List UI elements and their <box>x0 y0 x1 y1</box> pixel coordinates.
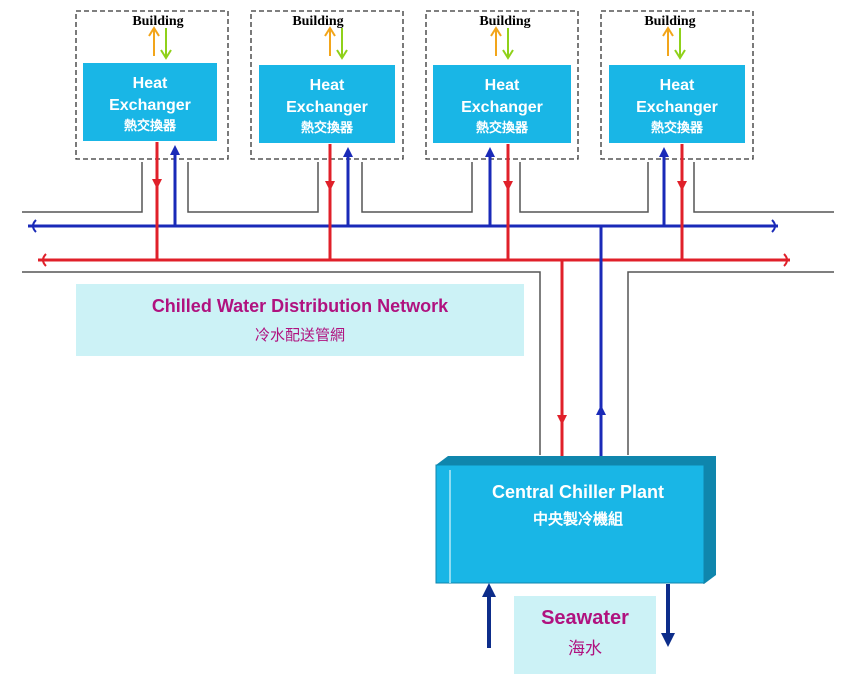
supply-header-pipe <box>38 253 790 267</box>
heat-exchanger <box>257 63 397 145</box>
plant-riser-pipes <box>557 226 606 458</box>
seawater-flow-arrows <box>482 583 675 648</box>
heat-exchanger-line2: Exchanger <box>109 97 191 114</box>
heat-exchanger <box>431 63 573 145</box>
building-label: Building <box>132 14 183 29</box>
building-label: Building <box>644 14 695 29</box>
building-airflow-icon <box>490 26 514 60</box>
pipe-trench-outline <box>22 162 834 455</box>
seawater-title-cjk: 海水 <box>568 639 602 659</box>
plant-title: Central Chiller Plant <box>492 482 664 502</box>
network-title-cjk: 冷水配送管網 <box>255 326 345 344</box>
branch-pipes-building-4 <box>659 144 687 260</box>
heat-exchanger-line2: Exchanger <box>636 99 718 116</box>
branch-pipes-building-1 <box>152 142 180 260</box>
heat-exchanger-line1: Heat <box>485 77 520 94</box>
building-outline <box>425 10 579 160</box>
building-2: Building Heat Exchanger 熱交換器 <box>250 10 404 160</box>
building-label: Building <box>479 14 530 29</box>
building-1: Building Heat Exchanger 熱交換器 <box>75 10 229 160</box>
heat-exchanger-line2: Exchanger <box>461 99 543 116</box>
heat-exchanger-cjk: 熱交換器 <box>301 120 354 136</box>
branch-pipes-building-2 <box>325 144 353 260</box>
building-airflow-icon <box>662 26 686 60</box>
seawater-title: Seawater <box>541 607 629 629</box>
heat-exchanger <box>607 63 747 145</box>
branch-pipes-building-3 <box>485 144 513 260</box>
network-title: Chilled Water Distribution Network <box>152 296 449 316</box>
seawater-label-box: Seawater 海水 <box>514 596 656 674</box>
building-outline <box>250 10 404 160</box>
building-outline <box>75 10 229 160</box>
building-4: Building Heat Exchanger 熱交換器 <box>600 10 754 160</box>
building-label: Building <box>292 14 343 29</box>
heat-exchanger-cjk: 熱交換器 <box>476 120 529 136</box>
building-airflow-icon <box>148 26 172 60</box>
heat-exchanger-line1: Heat <box>133 75 168 92</box>
building-3: Building Heat Exchanger 熱交換器 <box>425 10 579 160</box>
heat-exchanger-line2: Exchanger <box>286 99 368 116</box>
heat-exchanger <box>81 61 219 143</box>
heat-exchanger-cjk: 熱交換器 <box>124 118 177 134</box>
building-outline <box>600 10 754 160</box>
network-label-box: Chilled Water Distribution Network 冷水配送管… <box>76 284 524 356</box>
heat-exchanger-cjk: 熱交換器 <box>651 120 704 136</box>
plant-title-cjk: 中央製冷機組 <box>533 510 623 528</box>
heat-exchanger-line1: Heat <box>310 77 345 94</box>
central-chiller-plant: Central Chiller Plant 中央製冷機組 <box>435 456 716 584</box>
building-airflow-icon <box>324 26 348 60</box>
heat-exchanger-line1: Heat <box>660 77 695 94</box>
return-header-pipe <box>28 219 778 233</box>
